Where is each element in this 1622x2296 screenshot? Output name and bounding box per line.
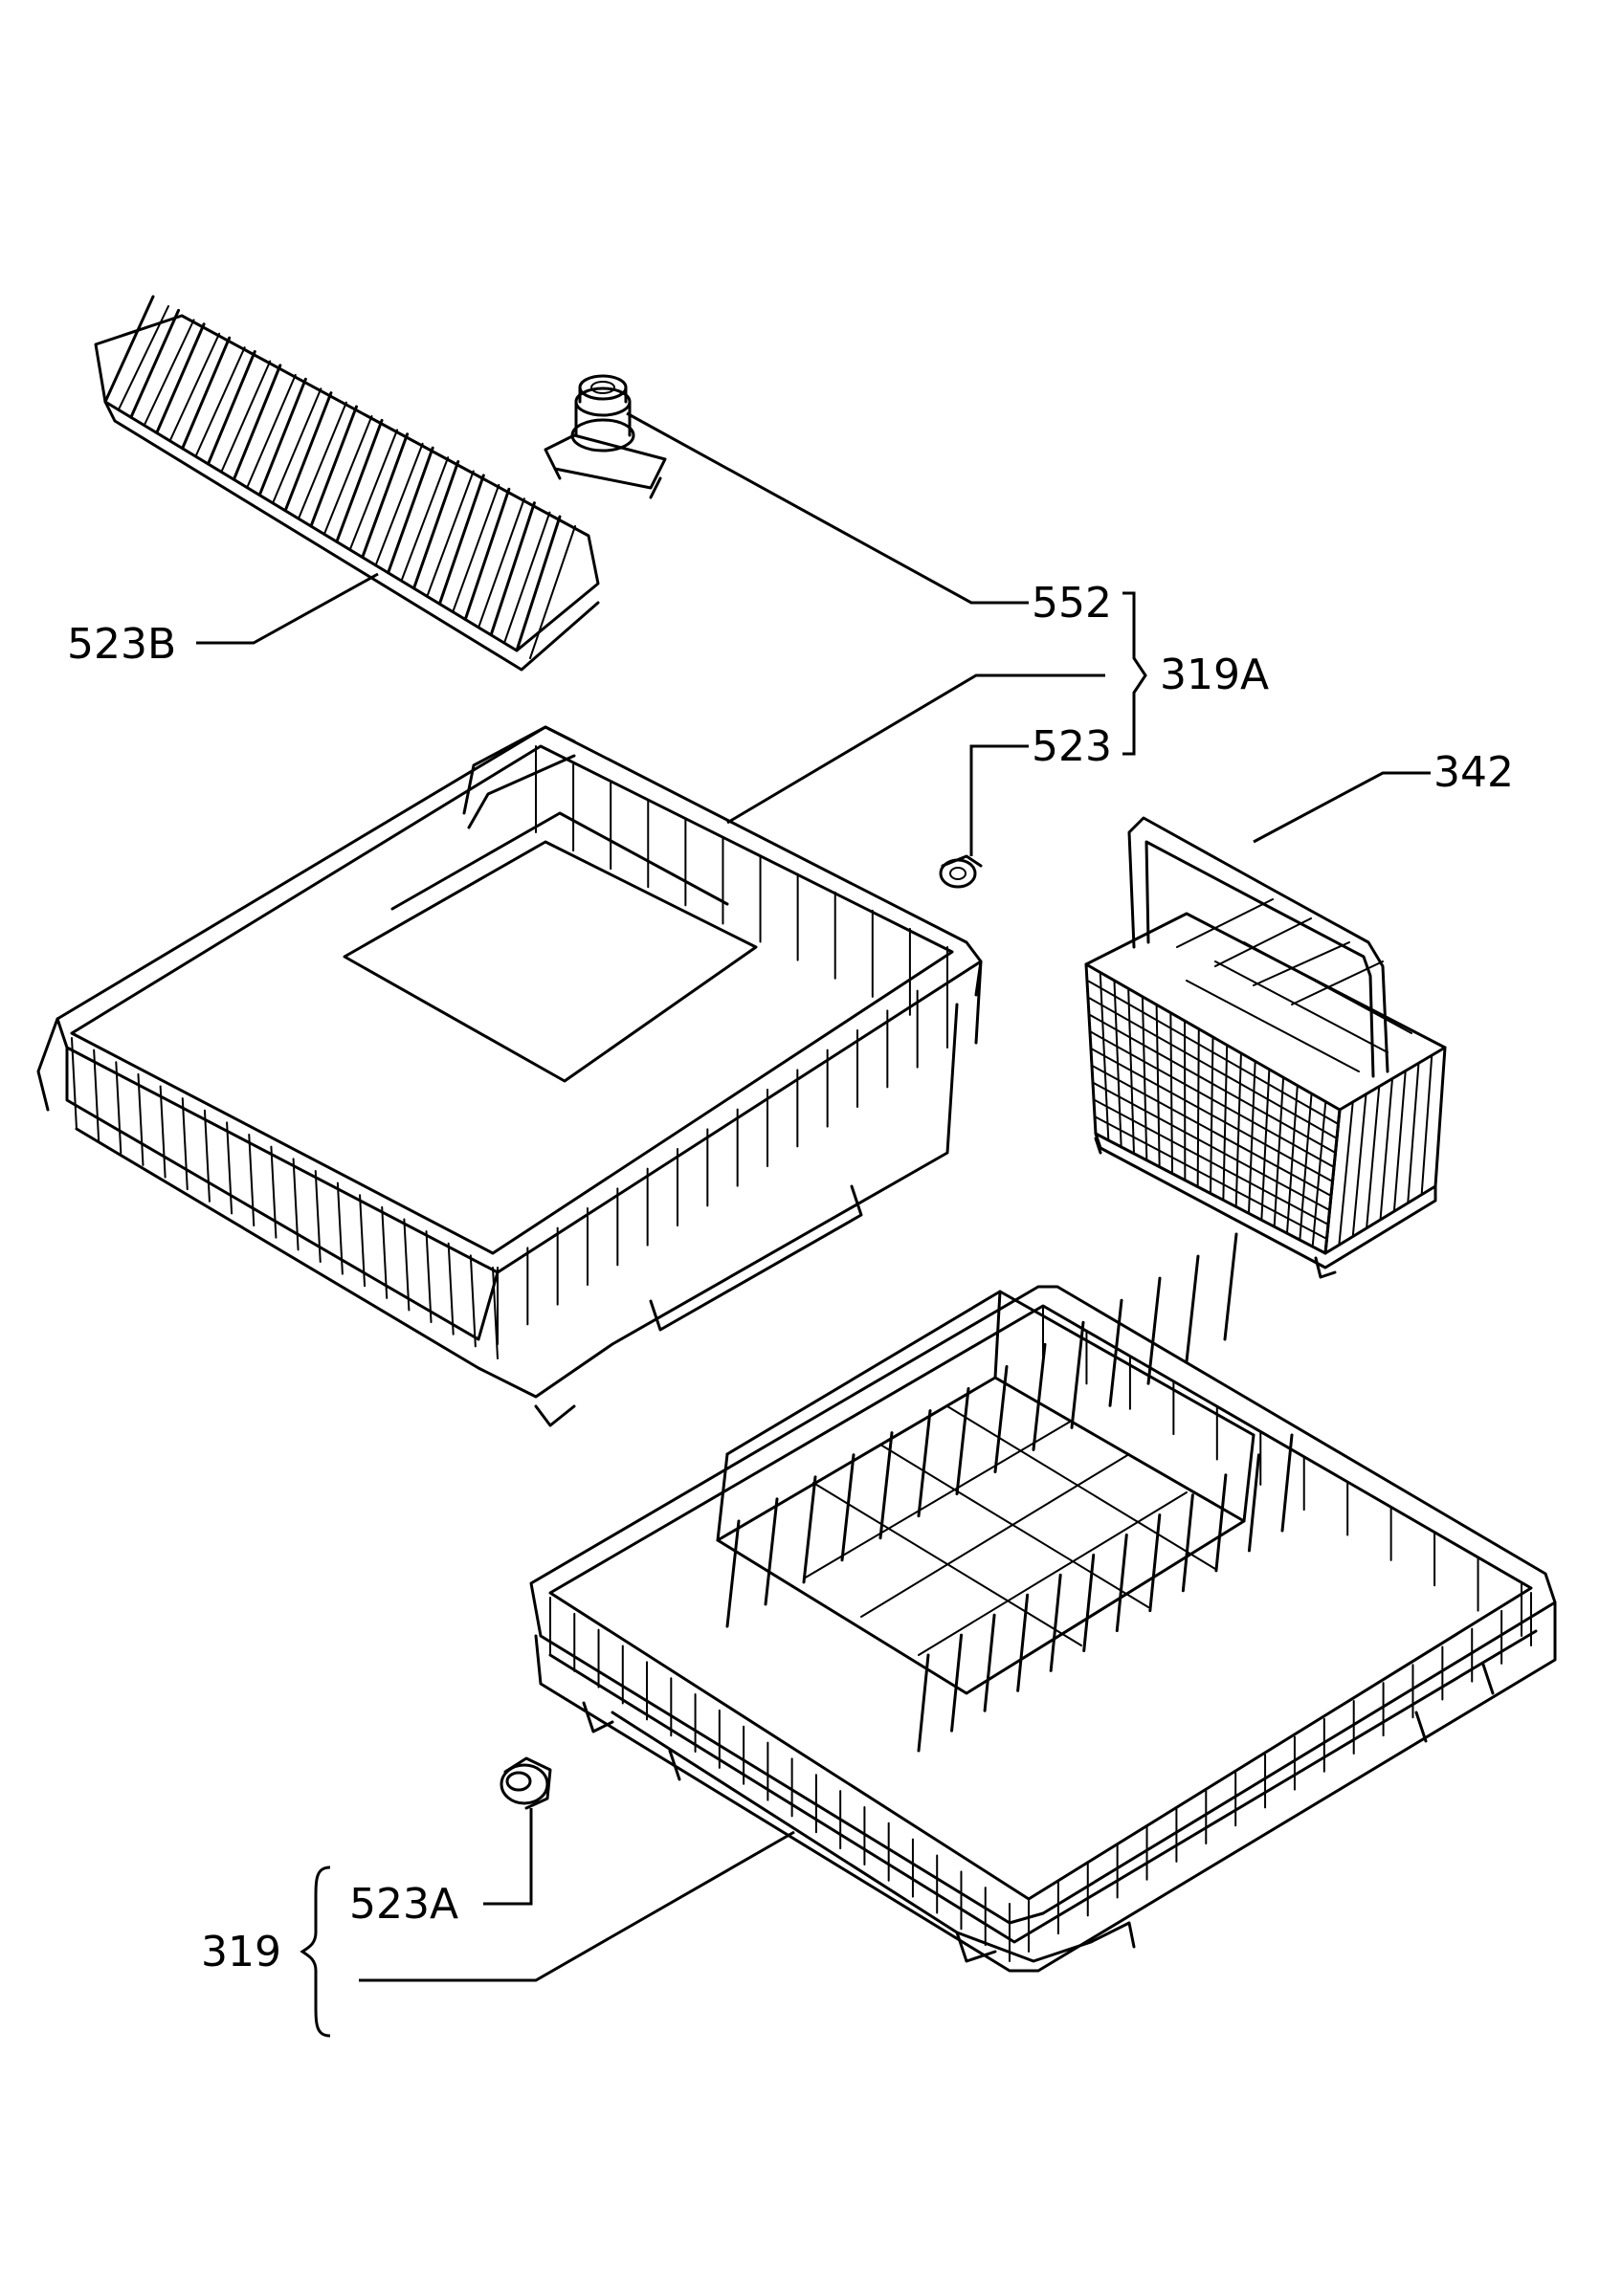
leader-523a	[483, 1808, 533, 1906]
part-342-cutlery-basket	[1084, 816, 1447, 1279]
part-523b-rack-insert	[94, 295, 600, 672]
part-labels: 552 523B 319A 523 342 523A 319	[67, 579, 1514, 1976]
brace-319a	[1122, 591, 1147, 756]
label-319a: 319A	[1160, 651, 1269, 699]
label-523: 523	[1032, 722, 1112, 771]
part-319a-upper-basket	[36, 725, 983, 1427]
leader-552	[626, 411, 1029, 605]
leader-523	[969, 744, 1029, 856]
leader-319	[359, 1830, 795, 1982]
part-523a-wheel	[500, 1756, 552, 1810]
label-319: 319	[201, 1928, 281, 1976]
label-342: 342	[1433, 748, 1514, 797]
braces	[300, 591, 1147, 2038]
part-552-roller	[544, 374, 667, 499]
leader-523b	[196, 572, 379, 645]
label-552: 552	[1032, 579, 1112, 628]
leader-319a	[726, 673, 1105, 825]
label-523a: 523A	[349, 1880, 458, 1929]
brace-319	[300, 1866, 331, 2038]
label-523b: 523B	[67, 620, 176, 669]
part-523-small-wheel	[939, 854, 983, 889]
leader-lines	[196, 411, 1431, 1982]
part-319-lower-basket	[529, 1232, 1557, 1973]
leader-342	[1253, 771, 1431, 844]
